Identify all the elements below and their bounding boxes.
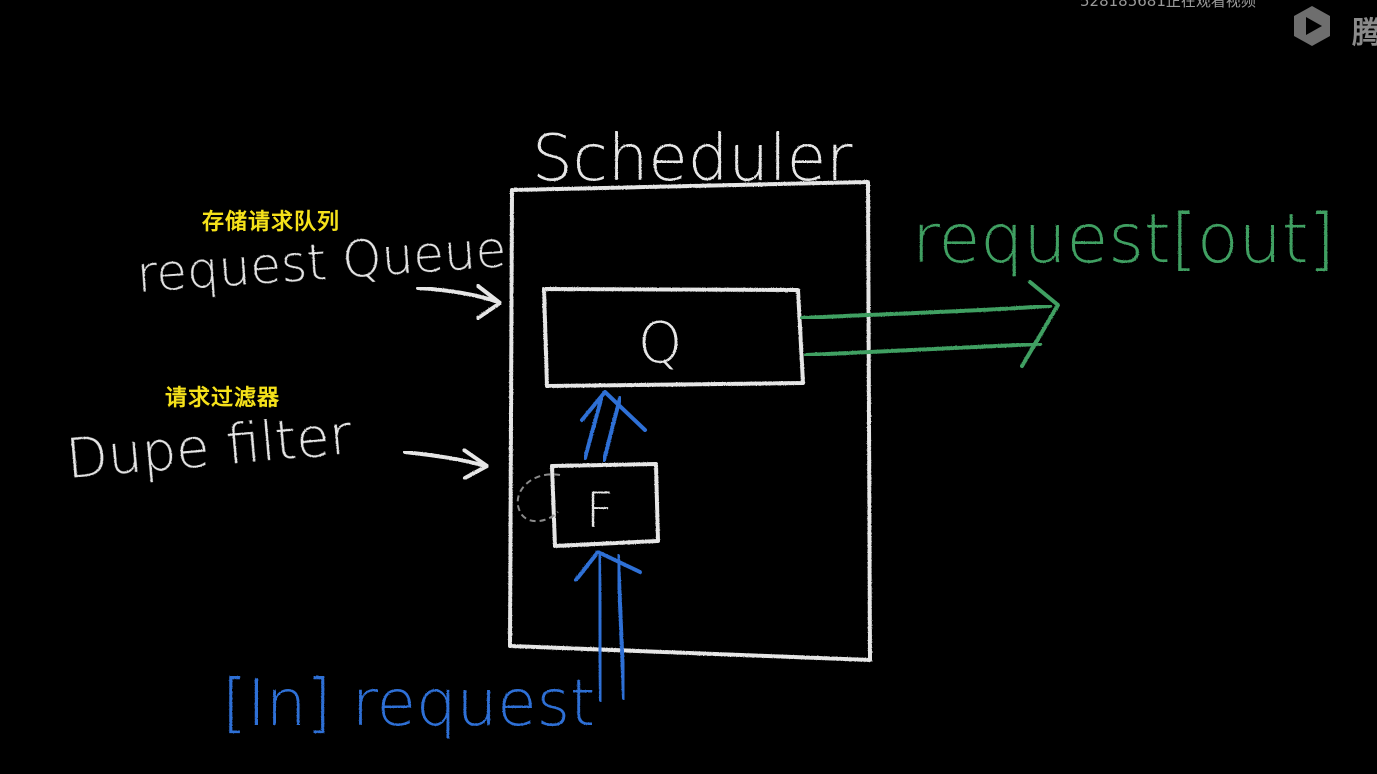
output-arrow-upper [800, 304, 1052, 320]
queue-label-cn: 存储请求队列 [202, 209, 341, 235]
filter-label-arrow [403, 450, 487, 468]
filter-to-queue-arrow-left [583, 394, 604, 460]
play-hexagon-icon [1294, 6, 1330, 46]
filter-box [550, 462, 660, 548]
filter-to-queue-arrow-head [580, 390, 647, 432]
output-label: request[out] [912, 200, 1335, 279]
filter-label-en: Dupe filter [64, 403, 355, 491]
filter-label-arrow-head [462, 448, 489, 480]
input-label: [In] request [222, 667, 595, 741]
filter-label-cn: 请求过滤器 [165, 385, 281, 411]
queue-box-label: Q [638, 311, 682, 376]
filter-box-label: F [586, 483, 614, 539]
input-arrow-left [597, 554, 603, 702]
scheduler-box [508, 180, 872, 662]
queue-box [542, 287, 805, 388]
cursor-circle-mark [516, 473, 561, 523]
queue-label-arrow [416, 286, 500, 304]
brand-watermark-text: 腾 [1352, 16, 1377, 51]
input-arrow-head [574, 550, 642, 582]
input-arrow-right [616, 554, 626, 700]
output-arrow-lower [804, 342, 1042, 357]
viewer-watermark: 528185681正在观看视频 [1080, 0, 1256, 10]
filter-to-queue-arrow-right [602, 396, 622, 462]
queue-label-arrow-head [476, 284, 502, 320]
output-arrow-head [1020, 280, 1060, 368]
